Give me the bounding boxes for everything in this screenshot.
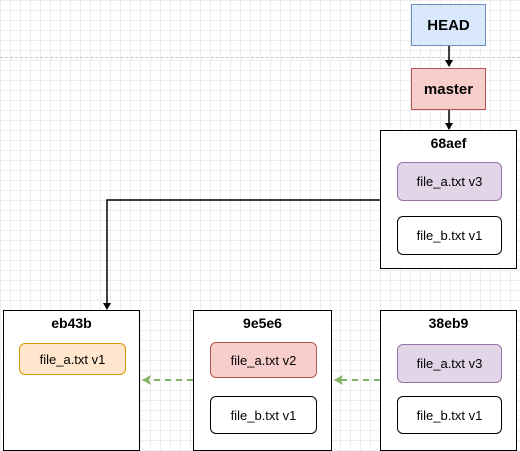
commit-9e5e6: 9e5e6 file_a.txt v2 file_b.txt v1 xyxy=(193,310,332,451)
file-chip-a-v3: file_a.txt v3 xyxy=(397,344,502,383)
commit-hash: 38eb9 xyxy=(428,315,469,331)
file-chip-b-v1: file_b.txt v1 xyxy=(397,396,502,434)
file-chip-b-v1: file_b.txt v1 xyxy=(397,216,502,255)
head-ref: HEAD xyxy=(411,4,486,46)
file-chip-a-v2: file_a.txt v2 xyxy=(210,342,317,378)
branch-ref-label: master xyxy=(423,80,474,98)
commit-hash: eb43b xyxy=(51,315,92,331)
commit-38eb9: 38eb9 file_a.txt v3 file_b.txt v1 xyxy=(380,310,517,451)
file-chip-b-v1: file_b.txt v1 xyxy=(210,396,317,434)
file-chip-a-v1: file_a.txt v1 xyxy=(19,343,126,375)
commit-hash: 9e5e6 xyxy=(243,315,282,331)
commit-68aef: 68aef file_a.txt v3 file_b.txt v1 xyxy=(380,130,517,269)
commit-eb43b: eb43b file_a.txt v1 xyxy=(3,310,140,451)
file-chip-a-v3: file_a.txt v3 xyxy=(397,162,502,201)
head-ref-label: HEAD xyxy=(427,16,470,34)
tip-to-root-connector xyxy=(103,199,380,310)
branch-ref-master: master xyxy=(411,68,486,110)
grid-guide-line xyxy=(0,57,520,58)
commit-hash: 68aef xyxy=(430,135,467,151)
